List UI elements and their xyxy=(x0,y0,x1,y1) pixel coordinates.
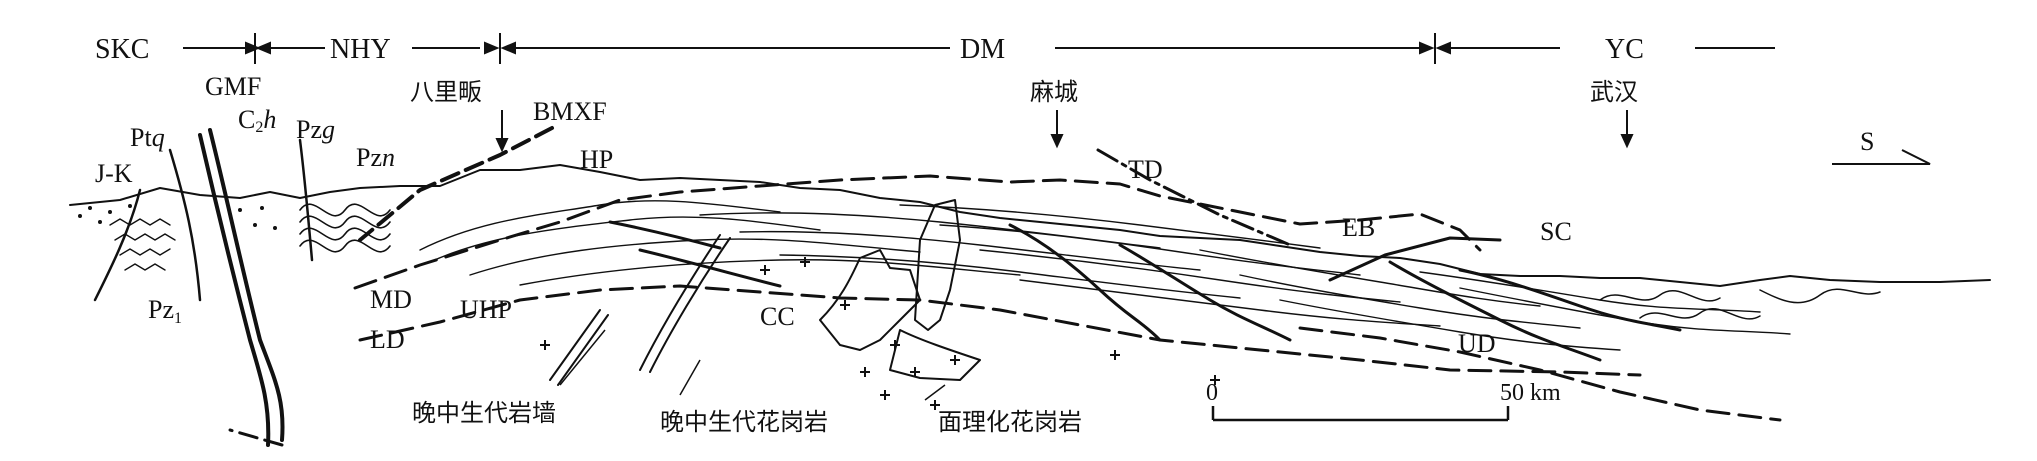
ud-dashed xyxy=(1298,326,1782,422)
leader-lines xyxy=(559,329,946,401)
dike-1b xyxy=(557,314,609,386)
strata-label-ptq: Ptq xyxy=(130,123,165,152)
section-linework xyxy=(69,126,1991,447)
skc-strata xyxy=(109,218,176,271)
ld-dashed xyxy=(358,284,1642,377)
shear-zones xyxy=(608,220,1682,362)
zone-label-skc: SKC xyxy=(95,34,149,65)
fault-gmf-b xyxy=(198,133,271,447)
strata-label-pzg: Pzg xyxy=(296,115,335,144)
annotation-foliated-granite: 面理化花岗岩 xyxy=(938,408,1082,436)
fault-td xyxy=(1096,148,1292,247)
annotation-granite: 晚中生代花岗岩 xyxy=(660,408,828,436)
zone-label-nhy: NHY xyxy=(330,34,391,65)
zone-label-yc: YC xyxy=(1605,34,1644,65)
arrow-balifan xyxy=(495,110,509,153)
scale-label-start: 0 xyxy=(1206,380,1218,406)
zone-bar xyxy=(183,33,1775,64)
fault-label-bmxf: BMXF xyxy=(533,97,607,126)
fault-eb xyxy=(1328,236,1502,282)
foliation xyxy=(419,200,1791,351)
gmf-root-dashed xyxy=(228,428,284,447)
skc-fault-mid xyxy=(168,148,202,302)
skc-fault-west xyxy=(93,188,142,302)
scale-bar xyxy=(1211,406,1510,422)
strata-label-c2h: C2h xyxy=(238,105,276,136)
place-balifan: 八里畈 xyxy=(410,78,482,106)
arrow-wuhan xyxy=(1620,110,1634,149)
zone-label-dm: DM xyxy=(960,34,1005,65)
strata-label-pzn: Pzn xyxy=(356,143,395,172)
fault-bmxf xyxy=(358,126,554,242)
granite-symbols xyxy=(540,257,1220,410)
skc-dots xyxy=(78,204,277,230)
fault-gmf xyxy=(208,128,285,442)
sc-folds xyxy=(1599,288,1881,320)
unit-label-sc: SC xyxy=(1540,217,1572,246)
fault-label-eb: EB xyxy=(1342,213,1375,242)
orientation-label: S xyxy=(1860,127,1874,156)
nhy-fault-pzg xyxy=(298,138,314,262)
dike-2 xyxy=(639,234,721,371)
fault-label-gmf: GMF xyxy=(205,72,261,101)
nhy-folds xyxy=(299,203,391,253)
orientation-arrow xyxy=(1832,149,1931,165)
md-upper-dashed xyxy=(353,174,1482,290)
annotation-dikes: 晚中生代岩墙 xyxy=(412,399,556,427)
arrow-macheng xyxy=(1050,110,1064,149)
dike-1 xyxy=(549,309,601,381)
granite-stock xyxy=(914,199,961,331)
granite-intrusion-1 xyxy=(819,249,921,351)
granite-intrusion-2 xyxy=(889,329,981,381)
unit-label-md: MD xyxy=(370,285,412,314)
place-macheng: 麻城 xyxy=(1030,78,1078,106)
place-wuhan: 武汉 xyxy=(1590,78,1638,106)
strata-label-pz1: Pz1 xyxy=(148,295,182,327)
dike-2b xyxy=(649,237,731,373)
unit-label-ld: LD xyxy=(370,325,405,354)
unit-label-cc: CC xyxy=(760,302,795,331)
topographic-surface xyxy=(69,164,1991,287)
strata-label-jk: J-K xyxy=(95,159,133,188)
scale-label-end: 50 km xyxy=(1500,380,1561,406)
